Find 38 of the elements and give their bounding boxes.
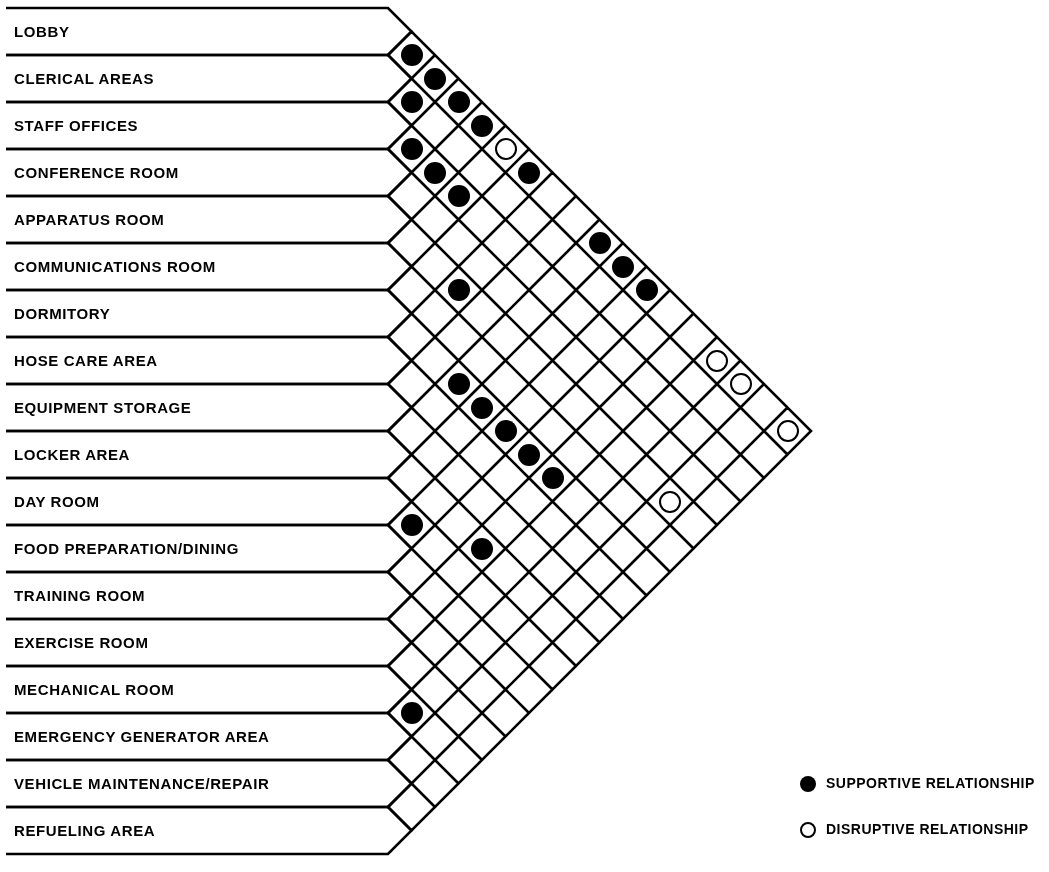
room-name: MECHANICAL ROOM bbox=[14, 680, 175, 698]
room-row bbox=[6, 8, 412, 55]
room-row bbox=[6, 384, 412, 431]
room-name: CLERICAL AREAS bbox=[14, 69, 155, 87]
room-row bbox=[6, 807, 412, 854]
room-row bbox=[6, 478, 412, 525]
room-row bbox=[6, 55, 412, 102]
room-name: COMMUNICATIONS ROOM bbox=[14, 257, 216, 275]
room-name: STAFF OFFICES bbox=[14, 116, 139, 134]
room-row bbox=[6, 525, 412, 572]
room-row bbox=[6, 337, 412, 384]
room-name: CONFERENCE ROOM bbox=[14, 163, 179, 181]
room-row bbox=[6, 760, 412, 807]
room-row bbox=[6, 572, 412, 619]
room-name: HOSE CARE AREA bbox=[14, 351, 158, 369]
room-row bbox=[6, 243, 412, 290]
room-name: LOBBY bbox=[14, 22, 70, 40]
room-row bbox=[6, 290, 412, 337]
room-row bbox=[6, 102, 412, 149]
room-name: DORMITORY bbox=[14, 304, 111, 322]
room-row bbox=[6, 196, 412, 243]
legend-label: SUPPORTIVE RELATIONSHIP bbox=[826, 775, 1035, 791]
room-name: FOOD PREPARATION/DINING bbox=[14, 539, 239, 557]
room-row bbox=[6, 431, 412, 478]
room-name: REFUELING AREA bbox=[14, 821, 156, 839]
room-name: DAY ROOM bbox=[14, 492, 100, 510]
legend-label: DISRUPTIVE RELATIONSHIP bbox=[826, 821, 1029, 837]
room-name: LOCKER AREA bbox=[14, 445, 131, 463]
room-name: EXERCISE ROOM bbox=[14, 633, 149, 651]
room-row bbox=[6, 619, 412, 666]
room-name: APPARATUS ROOM bbox=[14, 210, 165, 228]
room-row bbox=[6, 713, 412, 760]
room-name: EQUIPMENT STORAGE bbox=[14, 398, 192, 416]
room-row bbox=[6, 149, 412, 196]
room-row bbox=[6, 666, 412, 713]
room-name: EMERGENCY GENERATOR AREA bbox=[14, 727, 270, 745]
room-name: TRAINING ROOM bbox=[14, 586, 146, 604]
room-name: VEHICLE MAINTENANCE/REPAIR bbox=[14, 774, 270, 792]
